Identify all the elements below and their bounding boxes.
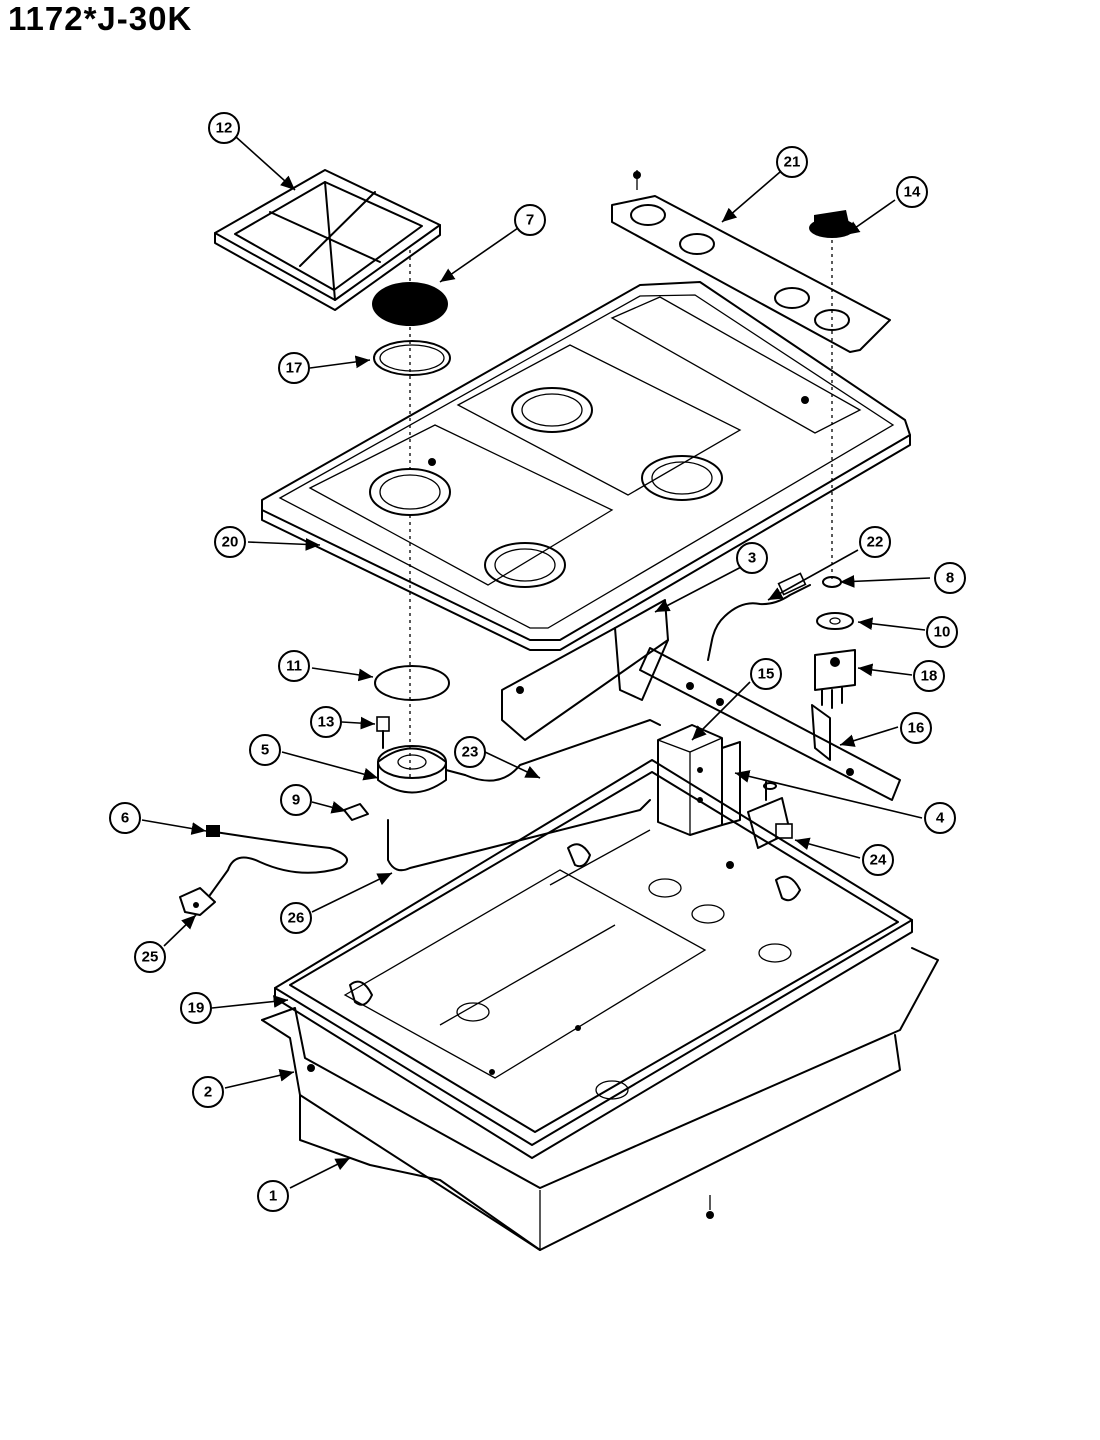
callout-8: 8	[934, 562, 966, 594]
callout-18: 18	[913, 660, 945, 692]
svg-text:12: 12	[216, 120, 233, 137]
callout-23: 23	[454, 736, 486, 768]
ignition-wire-part	[464, 719, 661, 782]
manifold-bracket-part	[501, 599, 669, 741]
svg-text:10: 10	[934, 624, 951, 641]
svg-text:1: 1	[269, 1188, 277, 1205]
gas-tube-part	[707, 572, 811, 661]
svg-text:15: 15	[758, 666, 775, 683]
power-cord-part	[206, 825, 349, 896]
callout-9: 9	[280, 784, 312, 816]
svg-text:3: 3	[748, 550, 756, 567]
svg-text:2: 2	[204, 1084, 212, 1101]
callout-22: 22	[859, 526, 891, 558]
burner-base-part	[377, 745, 466, 794]
svg-text:18: 18	[921, 668, 938, 685]
callout-2: 2	[192, 1076, 224, 1108]
callout-7: 7	[514, 204, 546, 236]
control-panel-part	[611, 170, 891, 353]
callout-6: 6	[109, 802, 141, 834]
cooktop-part	[261, 250, 911, 780]
manifold-pipe-part	[639, 647, 901, 801]
callout-1: 1	[257, 1180, 289, 1212]
callout-17: 17	[278, 352, 310, 384]
callout-20: 20	[214, 526, 246, 558]
svg-text:26: 26	[288, 910, 305, 927]
svg-text:19: 19	[188, 1000, 205, 1017]
burner-ring-part	[374, 665, 450, 701]
callout-24: 24	[862, 844, 894, 876]
gas-valve-part	[726, 781, 793, 869]
svg-text:20: 20	[222, 534, 239, 551]
ground-wire-part	[387, 799, 651, 872]
svg-text:16: 16	[908, 720, 925, 737]
switch-part	[814, 649, 856, 709]
callout-15: 15	[750, 658, 782, 690]
svg-text:17: 17	[286, 360, 303, 377]
callout-10: 10	[926, 616, 958, 648]
trim-ring-part	[373, 340, 451, 376]
callout-11: 11	[278, 650, 310, 682]
svg-text:14: 14	[904, 184, 921, 201]
callout-12: 12	[208, 112, 240, 144]
svg-text:22: 22	[867, 534, 884, 551]
plug-part	[179, 887, 216, 916]
base-pan-part	[261, 947, 939, 1251]
control-knob-part	[809, 210, 855, 580]
callout-14: 14	[896, 176, 928, 208]
burner-cap-part	[372, 282, 448, 326]
callout-21: 21	[776, 146, 808, 178]
callout-3: 3	[736, 542, 768, 574]
svg-text:7: 7	[526, 212, 534, 229]
igniter-part	[376, 716, 390, 749]
svg-text:8: 8	[946, 570, 954, 587]
leader-lines	[141, 136, 931, 1189]
callout-26: 26	[280, 902, 312, 934]
svg-text:6: 6	[121, 810, 129, 827]
burner-box-part	[274, 759, 913, 1159]
svg-text:21: 21	[784, 154, 801, 171]
svg-text:9: 9	[292, 792, 300, 809]
callout-5: 5	[249, 734, 281, 766]
model-number-title: 1172*J-30K	[8, 0, 193, 37]
svg-text:25: 25	[142, 949, 159, 966]
callout-19: 19	[180, 992, 212, 1024]
svg-text:13: 13	[318, 714, 335, 731]
callout-16: 16	[900, 712, 932, 744]
svg-text:23: 23	[462, 744, 479, 761]
callout-4: 4	[924, 802, 956, 834]
callout-13: 13	[310, 706, 342, 738]
spacer-part	[816, 612, 854, 630]
svg-text:11: 11	[286, 658, 302, 675]
grate-part	[214, 169, 441, 311]
callout-25: 25	[134, 941, 166, 973]
svg-text:24: 24	[870, 852, 887, 869]
svg-text:5: 5	[261, 742, 269, 759]
svg-text:4: 4	[936, 810, 945, 827]
clip-part	[343, 803, 369, 821]
